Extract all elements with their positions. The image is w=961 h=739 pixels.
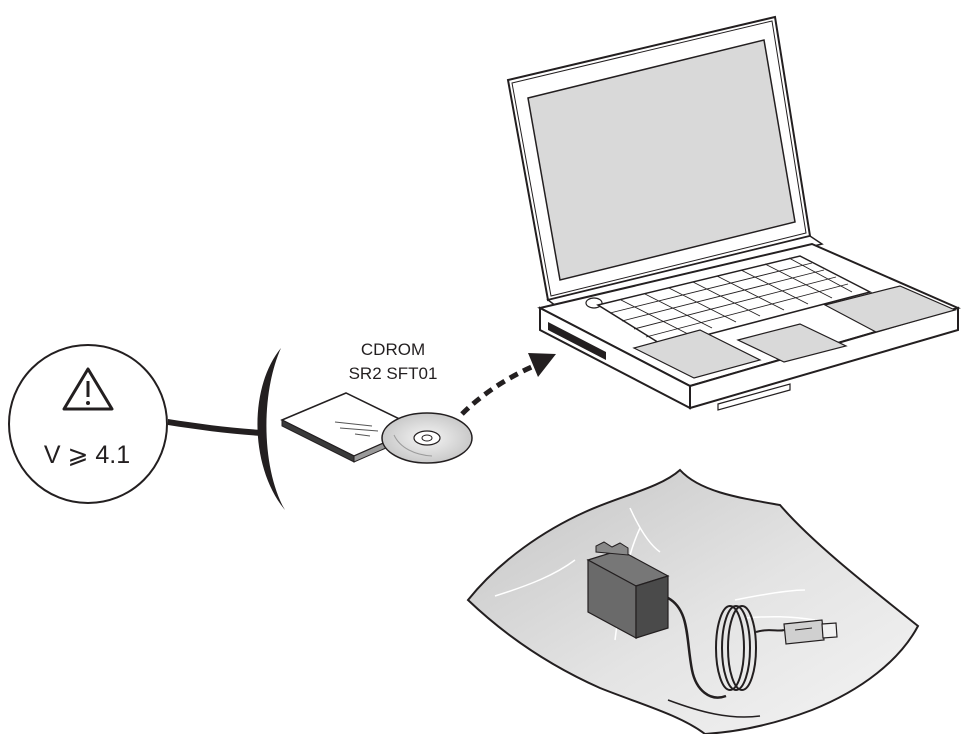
- laptop-screen: [527, 39, 796, 281]
- version-requirement-label: V ⩾ 4.1: [43, 441, 131, 469]
- plastic-bag: [466, 468, 920, 736]
- laptop-keyboard: [596, 255, 873, 347]
- transfer-arrow: [460, 353, 556, 416]
- cable-kit-bag-illustration: [466, 468, 920, 736]
- cdrom-title-label: CDROM: [360, 340, 426, 359]
- callout-leader: [168, 419, 262, 436]
- curved-separator: [257, 348, 285, 510]
- cdrom-code-label: SR2 SFT01: [348, 364, 438, 383]
- laptop-illustration: [506, 15, 961, 411]
- callout-circle: [8, 344, 168, 504]
- warning-triangle-icon: [62, 367, 114, 411]
- cd-disc-illustration: [381, 412, 473, 464]
- version-callout: [8, 344, 262, 504]
